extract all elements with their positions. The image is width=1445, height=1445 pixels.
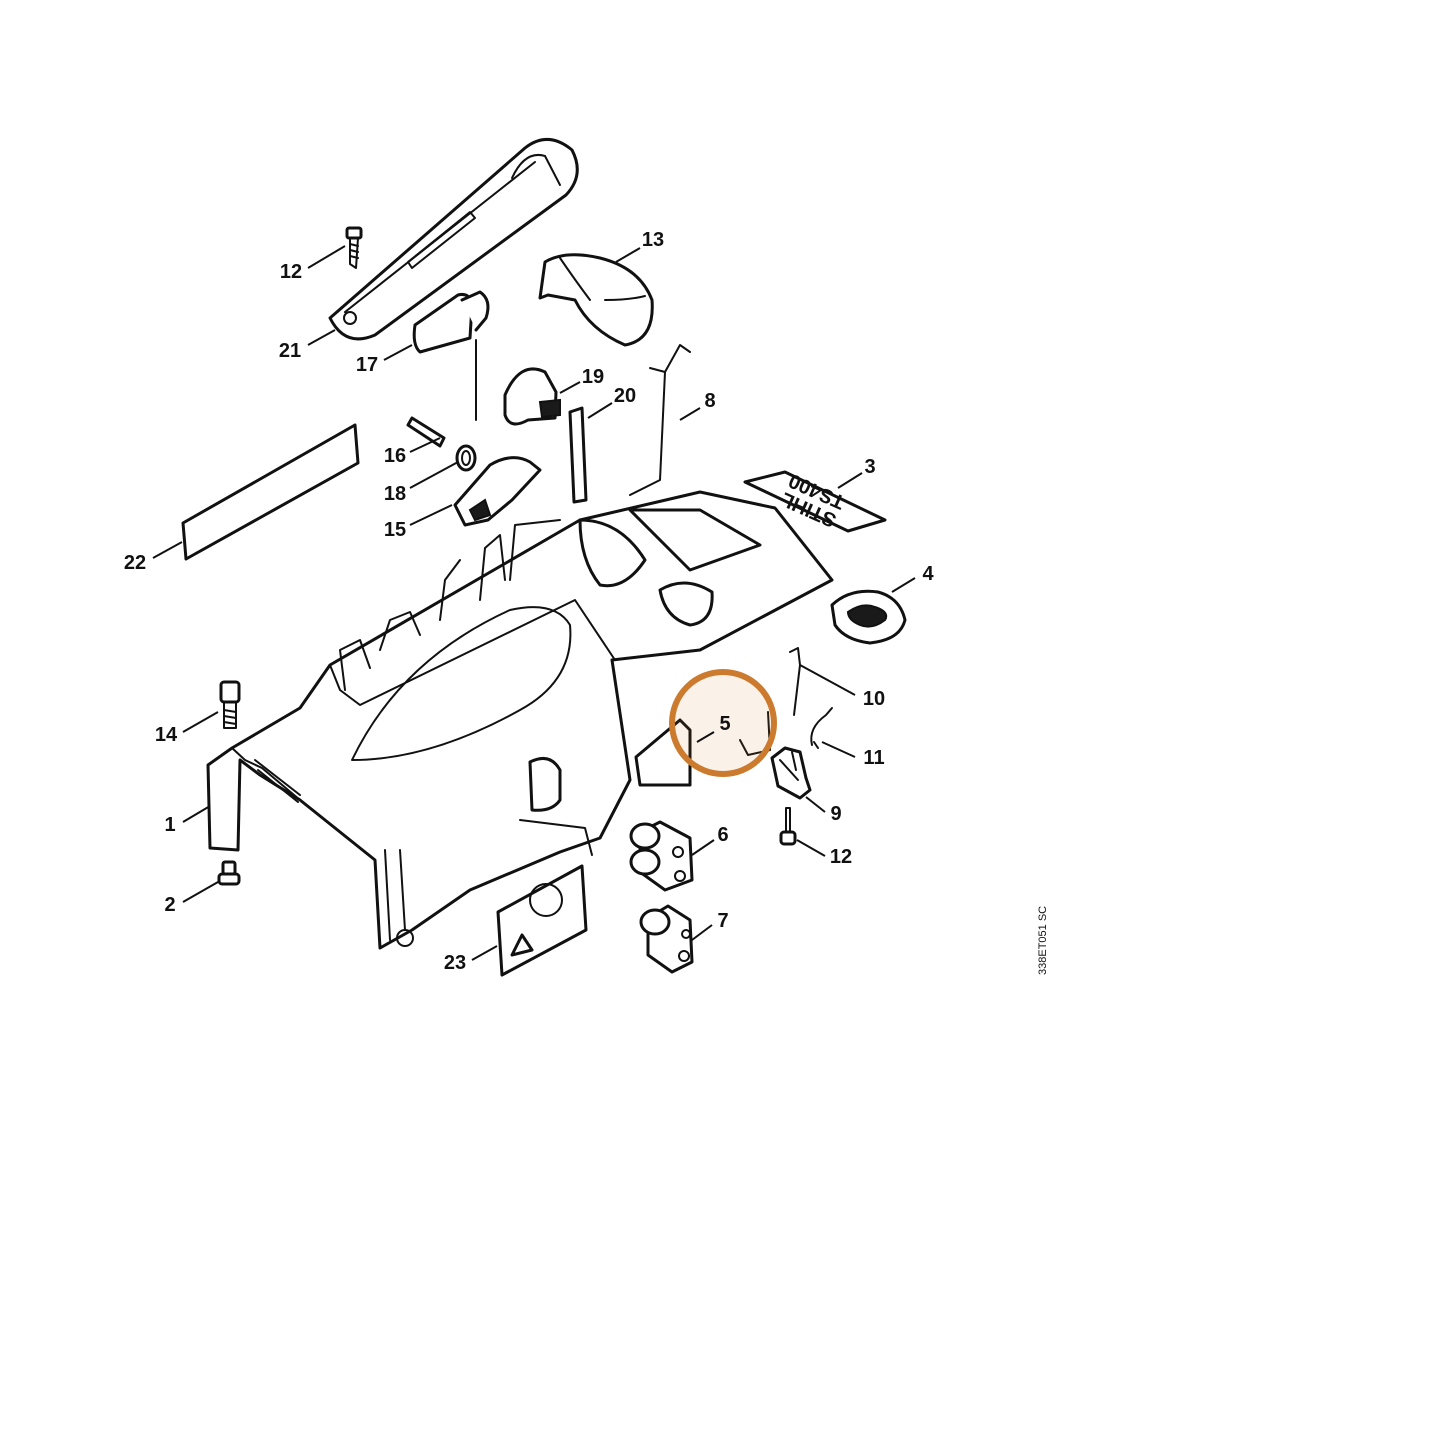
label-3[interactable]: 3 (864, 456, 875, 478)
label-22[interactable]: 22 (124, 552, 146, 574)
label-15[interactable]: 15 (384, 519, 406, 541)
part-18-spring[interactable] (455, 444, 477, 472)
part-13-cover[interactable] (538, 253, 654, 347)
part-10-spring-wire[interactable] (789, 647, 801, 716)
label-12-top[interactable]: 12 (280, 261, 302, 283)
drawing-code: 338ET051 SC (1037, 906, 1049, 975)
part-2-plug[interactable] (217, 860, 241, 886)
part-8-spring[interactable] (629, 344, 691, 496)
label-16[interactable]: 16 (384, 445, 406, 467)
label-19[interactable]: 19 (582, 366, 604, 388)
highlight-ring (669, 669, 777, 777)
label-13[interactable]: 13 (642, 229, 664, 251)
label-4[interactable]: 4 (922, 563, 934, 585)
part-15-throttle-trigger[interactable] (453, 456, 542, 527)
label-8[interactable]: 8 (704, 390, 715, 412)
label-21[interactable]: 21 (279, 340, 301, 362)
part-labels: 12 21 17 13 19 20 8 16 18 15 22 3 4 10 5… (124, 229, 935, 974)
part-12-screw-top[interactable] (345, 226, 363, 269)
part-7-grommet[interactable] (639, 904, 694, 974)
part-17-lever[interactable] (412, 290, 490, 421)
label-20[interactable]: 20 (614, 385, 636, 407)
part-22-decal-strip[interactable] (181, 423, 360, 561)
label-2[interactable]: 2 (164, 894, 175, 916)
label-12-lower[interactable]: 12 (830, 846, 852, 868)
part-23-warning-label[interactable] (496, 864, 588, 977)
part-6-double-grommet[interactable] (629, 820, 694, 892)
part-19-trigger[interactable] (503, 367, 561, 426)
label-23[interactable]: 23 (444, 952, 466, 974)
label-5[interactable]: 5 (719, 713, 730, 735)
label-9[interactable]: 9 (830, 803, 841, 825)
label-14[interactable]: 14 (155, 724, 178, 746)
label-6[interactable]: 6 (717, 824, 728, 846)
label-17[interactable]: 17 (356, 354, 378, 376)
part-12-screw-lower[interactable] (779, 807, 797, 846)
part-16-pin[interactable] (406, 416, 446, 448)
label-7[interactable]: 7 (717, 910, 728, 932)
label-1[interactable]: 1 (164, 814, 175, 836)
part-9-bracket[interactable] (770, 746, 812, 800)
label-10[interactable]: 10 (863, 688, 885, 710)
part-14-screw[interactable] (219, 680, 241, 729)
part-20-rod[interactable] (568, 406, 588, 504)
label-11[interactable]: 11 (863, 747, 884, 769)
part-3-stihl-decal[interactable]: STIHL TS400 (743, 469, 887, 533)
leader-lines (152, 245, 916, 961)
part-21-handle[interactable] (328, 138, 579, 341)
label-18[interactable]: 18 (384, 483, 406, 505)
part-11-spring[interactable] (810, 707, 833, 749)
part-1-housing[interactable] (206, 490, 834, 950)
part-4-grommet[interactable] (830, 589, 907, 645)
